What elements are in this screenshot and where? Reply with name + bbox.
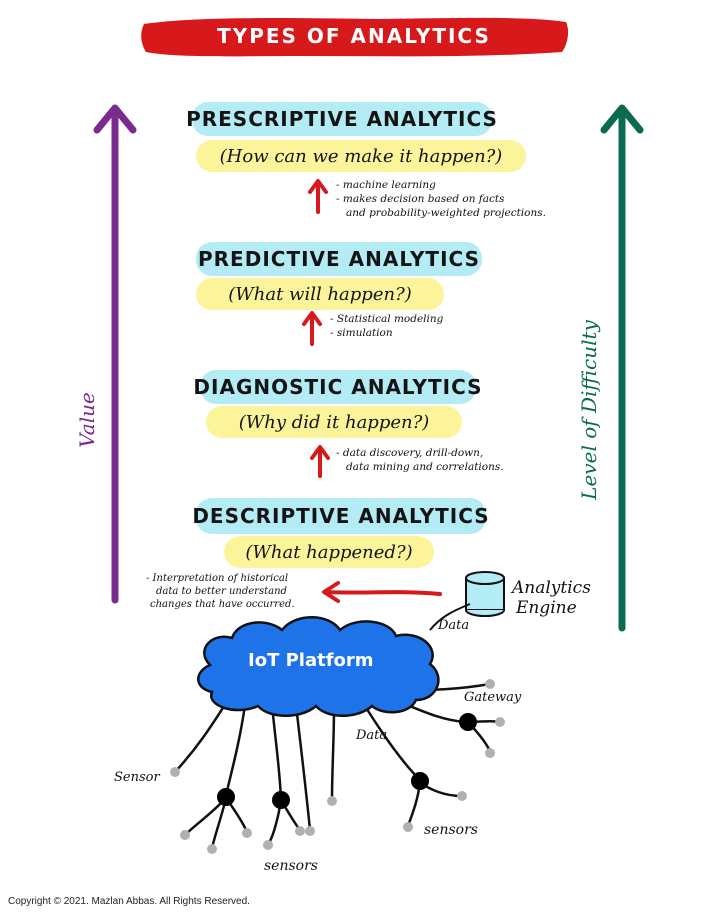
note-line: - machine learning <box>336 179 436 191</box>
descriptive-question: (What happened?) <box>245 541 413 563</box>
cloud-shape <box>197 616 440 717</box>
gateway-label: Gateway <box>464 690 522 705</box>
data-label-mid: Data <box>356 728 388 743</box>
sensor-nodes <box>217 713 477 809</box>
predictive-title-pill: PREDICTIVE ANALYTICS <box>196 242 482 276</box>
descriptive-title-pill: DESCRIPTIVE ANALYTICS <box>192 498 489 534</box>
note-line: - makes decision based on facts <box>336 193 505 205</box>
note-line: - simulation <box>330 327 393 339</box>
prescriptive-title: PRESCRIPTIVE ANALYTICS <box>186 107 498 131</box>
note-line: and probability-weighted projections. <box>346 207 546 219</box>
predictive-up-arrow <box>302 311 322 346</box>
prescriptive-question-pill: (How can we make it happen?) <box>196 140 526 172</box>
prescriptive-notes: - machine learning - makes decision base… <box>336 178 546 220</box>
engine-line: Analytics <box>512 578 591 598</box>
note-line: - Interpretation of historical <box>146 573 289 584</box>
title-banner: TYPES OF ANALYTICS <box>138 14 570 58</box>
sensors-label-bottom: sensors <box>264 858 318 874</box>
copyright-text: Copyright © 2021. Mazlan Abbas. All Righ… <box>8 896 250 907</box>
diagnostic-title-pill: DIAGNOSTIC ANALYTICS <box>193 370 482 404</box>
diagnostic-question: (Why did it happen?) <box>238 411 430 433</box>
data-label-top: Data <box>438 618 470 633</box>
diagnostic-up-arrow <box>310 445 330 478</box>
descriptive-notes: - Interpretation of historical data to b… <box>146 572 295 611</box>
page-title: TYPES OF ANALYTICS <box>217 24 491 48</box>
engine-to-descriptive-arrow <box>322 581 442 603</box>
predictive-question: (What will happen?) <box>228 283 412 305</box>
diagnostic-question-pill: (Why did it happen?) <box>206 406 462 438</box>
banner-brush <box>141 17 569 57</box>
engine-link <box>429 603 471 631</box>
diagnostic-title: DIAGNOSTIC ANALYTICS <box>193 375 483 399</box>
predictive-title: PREDICTIVE ANALYTICS <box>198 247 480 271</box>
value-arrow <box>93 104 137 604</box>
value-label: Value <box>75 392 99 448</box>
iot-platform-label: IoT Platform <box>248 650 374 671</box>
diagnostic-notes: - data discovery, drill-down, data minin… <box>336 446 504 474</box>
prescriptive-title-pill: PRESCRIPTIVE ANALYTICS <box>186 102 497 136</box>
predictive-notes: - Statistical modeling - simulation <box>330 312 443 340</box>
sensors-label-right: sensors <box>424 822 478 838</box>
analytics-engine-label: Analytics Engine <box>512 578 591 618</box>
difficulty-arrow <box>600 104 644 632</box>
descriptive-title: DESCRIPTIVE ANALYTICS <box>192 504 490 528</box>
difficulty-label: Level of Difficulty <box>577 320 601 500</box>
note-line: data mining and correlations. <box>346 461 504 473</box>
prescriptive-up-arrow <box>308 179 328 214</box>
descriptive-question-pill: (What happened?) <box>224 536 434 568</box>
prescriptive-question: (How can we make it happen?) <box>219 145 503 167</box>
note-line: changes that have occurred. <box>150 599 295 610</box>
database-icon <box>465 571 505 617</box>
predictive-question-pill: (What will happen?) <box>196 278 444 310</box>
sensor-dots <box>170 679 505 854</box>
note-line: - Statistical modeling <box>330 313 444 325</box>
sensor-label: Sensor <box>114 770 160 785</box>
note-line: - data discovery, drill-down, <box>336 447 484 459</box>
note-line: data to better understand <box>156 586 287 597</box>
engine-line: Engine <box>516 598 577 618</box>
